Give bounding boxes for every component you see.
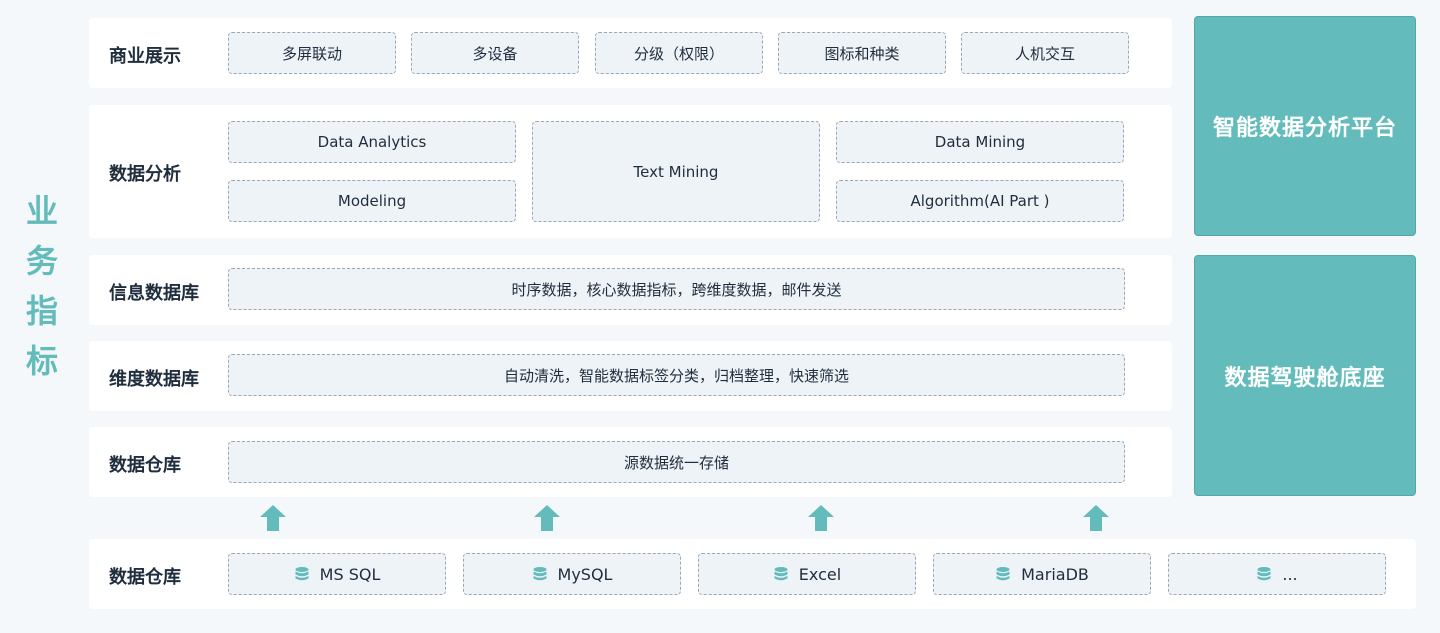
sources-row: 数据仓库 MS SQL MySQL Excel MariaDB (89, 539, 1416, 609)
database-icon (774, 567, 788, 581)
warehouse-row-title: 数据仓库 (109, 455, 181, 476)
info-db-content[interactable]: 时序数据，核心数据指标，跨维度数据，邮件发送 (228, 268, 1125, 310)
side-label-char: 业 (25, 192, 58, 230)
source-label: Excel (798, 564, 842, 584)
source-mysql[interactable]: MySQL (463, 553, 681, 595)
analysis-item-data-analytics[interactable]: Data Analytics (228, 121, 516, 163)
up-arrow-icon (808, 505, 834, 531)
analysis-row-title: 数据分析 (109, 164, 181, 185)
source-ms-sql[interactable]: MS SQL (228, 553, 446, 595)
database-icon (1257, 567, 1271, 581)
source-label: MS SQL (319, 564, 381, 584)
database-icon (996, 567, 1010, 581)
dim-db-content[interactable]: 自动清洗，智能数据标签分类，归档整理，快速筛选 (228, 354, 1125, 396)
dim-db-row: 维度数据库 自动清洗，智能数据标签分类，归档整理，快速筛选 (89, 341, 1172, 411)
warehouse-content[interactable]: 源数据统一存储 (228, 441, 1125, 483)
business-item-multidevice[interactable]: 多设备 (411, 32, 579, 74)
source-label: ... (1282, 564, 1298, 584)
platform-analytics[interactable]: 智能数据分析平台 (1194, 16, 1416, 236)
analysis-item-modeling[interactable]: Modeling (228, 180, 516, 222)
side-label-char: 标 (25, 342, 58, 380)
business-item-hci[interactable]: 人机交互 (961, 32, 1129, 74)
business-item-icons[interactable]: 图标和种类 (778, 32, 946, 74)
analysis-item-algorithm[interactable]: Algorithm(AI Part ) (836, 180, 1124, 222)
warehouse-row: 数据仓库 源数据统一存储 (89, 427, 1172, 497)
database-icon (295, 567, 309, 581)
side-label-char: 指 (25, 292, 58, 330)
dim-db-row-title: 维度数据库 (109, 369, 199, 390)
up-arrow-icon (1083, 505, 1109, 531)
analysis-row: 数据分析 Data Analytics Modeling Text Mining… (89, 105, 1172, 238)
analysis-item-text-mining[interactable]: Text Mining (532, 121, 820, 222)
source-excel[interactable]: Excel (698, 553, 916, 595)
database-icon (533, 567, 547, 581)
business-row: 商业展示 多屏联动 多设备 分级（权限） 图标和种类 人机交互 (89, 18, 1172, 88)
source-label: MySQL (557, 564, 613, 584)
business-item-permission[interactable]: 分级（权限） (595, 32, 763, 74)
source-label: MariaDB (1021, 564, 1089, 584)
analysis-item-data-mining[interactable]: Data Mining (836, 121, 1124, 163)
platform-cockpit-base[interactable]: 数据驾驶舱底座 (1194, 255, 1416, 496)
business-item-multiscreen[interactable]: 多屏联动 (228, 32, 396, 74)
info-db-row-title: 信息数据库 (109, 283, 199, 304)
info-db-row: 信息数据库 时序数据，核心数据指标，跨维度数据，邮件发送 (89, 255, 1172, 325)
up-arrow-icon (534, 505, 560, 531)
source-more[interactable]: ... (1168, 553, 1386, 595)
business-row-title: 商业展示 (109, 46, 181, 67)
up-arrow-icon (260, 505, 286, 531)
side-label: 业 务 指 标 (22, 186, 62, 386)
sources-row-title: 数据仓库 (109, 567, 181, 588)
side-label-char: 务 (25, 242, 58, 280)
source-mariadb[interactable]: MariaDB (933, 553, 1151, 595)
